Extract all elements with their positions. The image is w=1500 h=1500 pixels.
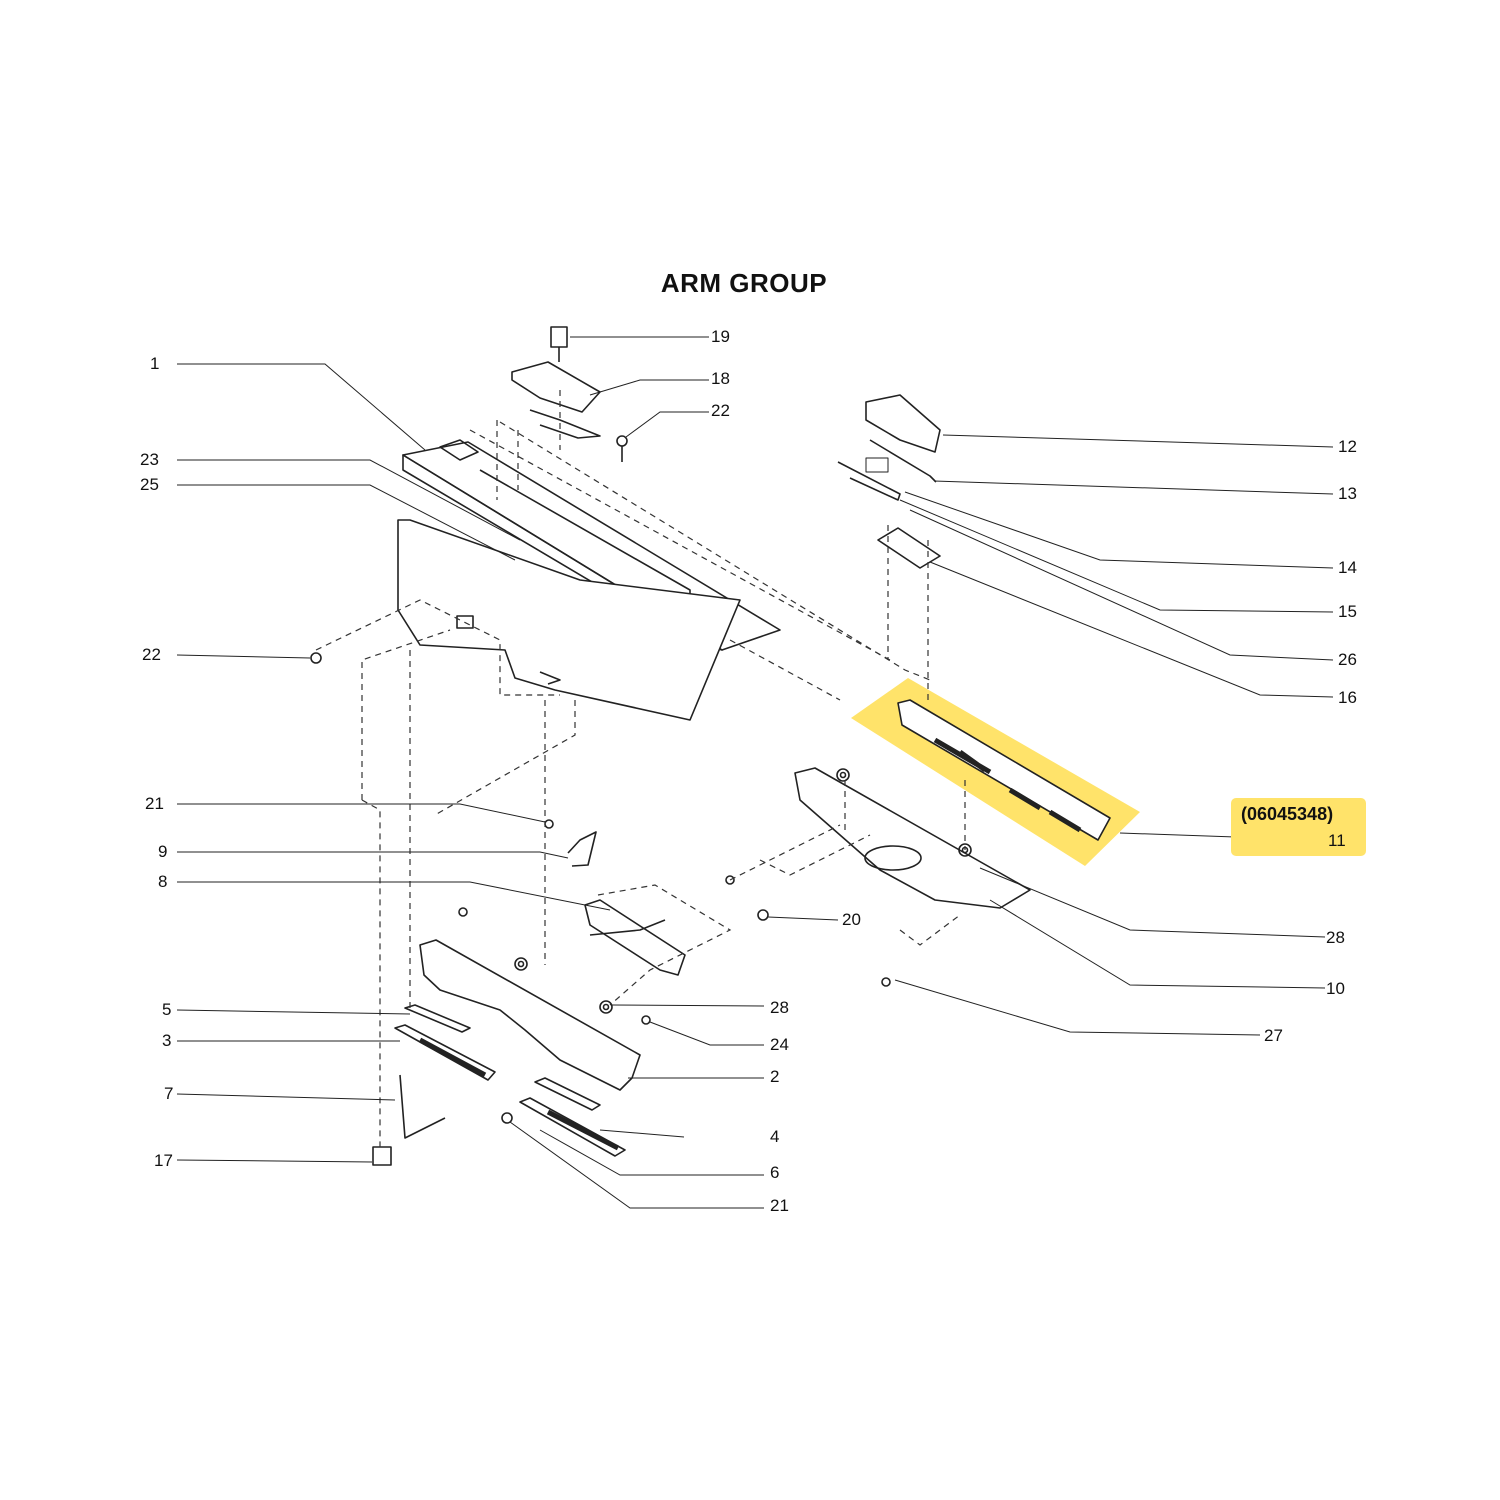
part-11-brush-strip: [897, 699, 1111, 841]
callout-18: 18: [711, 369, 730, 388]
callout-6: 6: [770, 1163, 780, 1182]
callout-5: 5: [162, 1000, 172, 1019]
part-3-brush: [394, 1024, 496, 1081]
callout-21-lower: 21: [770, 1196, 789, 1215]
callout-27: 27: [1264, 1026, 1283, 1045]
callout-leaders: [176, 336, 1334, 1209]
part-4-brush: [519, 1097, 626, 1157]
screws: [310, 435, 972, 1124]
part-12-clamp: [837, 394, 941, 501]
callout-20: 20: [842, 910, 861, 929]
callout-28-right: 28: [1326, 928, 1345, 947]
part-6-strip: [534, 1077, 601, 1111]
part-18-bracket: [511, 361, 601, 439]
callout-24: 24: [770, 1035, 789, 1054]
callout-17: 17: [154, 1151, 173, 1170]
part-8-latch: [584, 899, 686, 976]
callout-15: 15: [1338, 602, 1357, 621]
part-1-side-plate: [397, 519, 741, 721]
callout-23: 23: [140, 450, 159, 469]
part-number-highlight: (06045348) 11: [1231, 798, 1366, 856]
callout-10: 10: [1326, 979, 1345, 998]
callout-26: 26: [1338, 650, 1357, 669]
callout-1: 1: [150, 354, 160, 373]
part-19-thumb-screw: [550, 326, 568, 362]
callout-28-center: 28: [770, 998, 789, 1017]
callout-21-upper: 21: [145, 794, 164, 813]
callout-4: 4: [770, 1127, 780, 1146]
callout-2: 2: [770, 1067, 780, 1086]
diagram-title: ARM GROUP: [660, 268, 828, 298]
callout-11: 11: [1328, 831, 1346, 850]
callout-22-top: 22: [711, 401, 730, 420]
callout-25: 25: [140, 475, 159, 494]
part-2-frame: [419, 939, 641, 1091]
part-9-hook: [567, 831, 597, 867]
callout-16: 16: [1338, 688, 1357, 707]
part-5-strip: [404, 1004, 471, 1033]
part-16-plate: [877, 527, 941, 569]
callout-12: 12: [1338, 437, 1357, 456]
callout-14: 14: [1338, 558, 1357, 577]
callout-13: 13: [1338, 484, 1357, 503]
callout-8: 8: [158, 872, 168, 891]
callout-9: 9: [158, 842, 168, 861]
callout-3: 3: [162, 1031, 172, 1050]
part-17-cap: [372, 1146, 392, 1166]
callout-22-left: 22: [142, 645, 161, 664]
assembly-dashed-lines: [315, 390, 966, 1150]
callout-19: 19: [711, 327, 730, 346]
part-number: (06045348): [1241, 804, 1334, 824]
part-10-lower-bar: [794, 767, 1031, 909]
part-7-wrench: [399, 1074, 446, 1139]
callout-7: 7: [164, 1084, 174, 1103]
